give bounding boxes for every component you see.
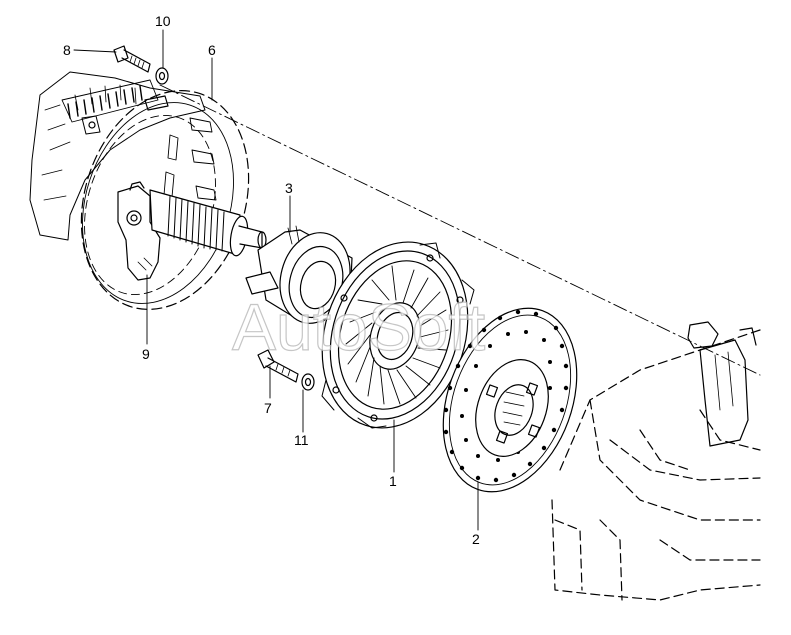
engine-block bbox=[687, 321, 757, 447]
leader-lines bbox=[73, 29, 479, 531]
disc-rivets bbox=[443, 309, 569, 483]
callout-2: 2 bbox=[472, 531, 480, 547]
leader-8 bbox=[73, 49, 117, 53]
callout-11: 11 bbox=[294, 432, 309, 448]
callout-1: 1 bbox=[389, 473, 397, 489]
engine-flywheel bbox=[551, 329, 761, 601]
callout-8: 8 bbox=[63, 42, 71, 58]
washer-10 bbox=[155, 67, 169, 85]
gearbox-housing bbox=[29, 71, 206, 241]
callout-7: 7 bbox=[264, 400, 272, 416]
callout-9: 9 bbox=[142, 346, 150, 362]
callout-6: 6 bbox=[208, 42, 216, 58]
callout-10: 10 bbox=[155, 13, 171, 29]
bolt-8 bbox=[113, 45, 151, 73]
bolt-7 bbox=[257, 349, 299, 383]
center-axis-line bbox=[159, 84, 761, 376]
release-fork bbox=[117, 181, 161, 281]
watermark-text: AutoSoft bbox=[232, 290, 485, 364]
washer-11 bbox=[301, 373, 315, 391]
clutch-disc bbox=[442, 307, 578, 493]
input-shaft bbox=[149, 189, 267, 257]
callout-3: 3 bbox=[285, 180, 293, 196]
